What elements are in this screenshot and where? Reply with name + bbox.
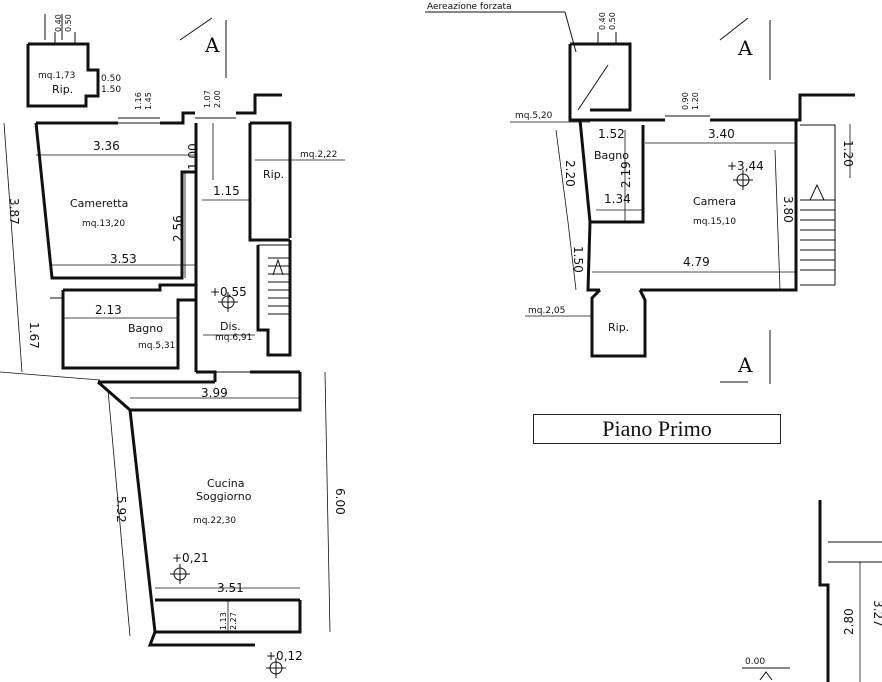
ground-bagno-name: Bagno	[128, 322, 163, 335]
ground-corr-h: 1.00	[186, 143, 200, 170]
first-bagno-name: Bagno	[594, 149, 629, 162]
ground-rip-right-area: mq.2,22	[300, 150, 337, 160]
ground-elev-021: +0,21	[172, 551, 209, 565]
first-bagno-area: mq.5,20	[515, 111, 553, 121]
ground-cameretta-name: Cameretta	[70, 197, 128, 210]
first-bagno-w-top: 1.52	[598, 127, 625, 141]
ground-win-b-d1: 1.07	[203, 90, 212, 108]
ground-rip-top-area: mq.1,73	[38, 71, 75, 81]
ground-cameretta-w-bot: 3.53	[110, 252, 137, 266]
ground-dis-area: mq.6,91	[215, 333, 252, 343]
ground-rip-top-d2: 1.50	[101, 85, 121, 95]
section-dim-280: 2.80	[842, 608, 856, 635]
first-bagno-h-left: 2.20	[563, 160, 577, 187]
first-win-c-d1: 0.90	[681, 92, 690, 110]
ground-section-mark: A	[204, 33, 220, 57]
ground-stairs	[258, 244, 290, 315]
ground-cameretta-w-top: 3.36	[93, 139, 120, 153]
first-camera-w-bot: 4.79	[683, 255, 710, 269]
first-section-mark-bottom: A	[737, 353, 753, 377]
ground-win-a-d1: 1.16	[134, 92, 143, 110]
ground-cameretta-h-right: 2.56	[171, 215, 185, 242]
first-top-win-w2: 0.50	[608, 12, 617, 30]
first-bagno-h: 2.19	[619, 161, 633, 188]
ground-bagno-h: 1.67	[27, 322, 41, 349]
first-win-c-d2: 1.20	[691, 92, 700, 110]
ground-rip-top-d1: 0.50	[101, 74, 121, 84]
first-aerazione-label: Aereazione forzata	[427, 2, 512, 12]
ground-rip-top-name: Rip.	[52, 83, 73, 96]
first-camera-name: Camera	[693, 195, 736, 208]
ground-floor-plan: A mq.1,73 Rip. 0.50 1.50 0.40 0.50 1.16 …	[0, 14, 347, 678]
ground-corr-w: 1.15	[213, 184, 240, 198]
first-top-win-w1: 0.40	[598, 12, 607, 30]
ground-rip-right-name: Rip.	[263, 168, 284, 181]
floor-title: Piano Primo	[533, 414, 781, 444]
ground-cameretta-area: mq.13,20	[82, 219, 125, 229]
ground-win-b-d2: 2.00	[213, 90, 222, 108]
ground-cucina-h-right: 6.00	[333, 488, 347, 515]
first-rip-name: Rip.	[608, 321, 629, 334]
ground-win-a-d2: 1.45	[144, 92, 153, 110]
ground-elev-012: +0,12	[266, 649, 303, 663]
ground-dis-name: Dis.	[220, 320, 241, 333]
first-dim-120: 1.20	[841, 140, 855, 167]
ground-door-bottom-d1: 1.13	[219, 612, 228, 630]
ground-cameretta-h-left: 3.87	[7, 198, 21, 225]
ground-rip-top-w2: 0.50	[64, 14, 73, 32]
ground-elev-055: +0,55	[210, 285, 247, 299]
section-dim-327: 3.27	[871, 600, 882, 627]
first-section-mark-top: A	[737, 36, 753, 60]
ground-cucina-area: mq.22,30	[193, 516, 236, 526]
ground-door-bottom-d2: 2.27	[229, 612, 238, 630]
first-camera-h-right: 3.80	[781, 196, 795, 223]
ground-cucina-name1: Cucina	[207, 477, 244, 490]
ground-bagno-w: 2.13	[95, 303, 122, 317]
ground-cucina-w-bot: 3.51	[217, 581, 244, 595]
first-bagno-w-mid: 1.34	[604, 192, 631, 206]
ground-cucina-name2: Soggiorno	[196, 490, 252, 503]
first-floor-plan: Aereazione forzata 0.40 0.50	[425, 2, 855, 384]
first-camera-w-top: 3.40	[708, 127, 735, 141]
first-elev-344: +3,44	[727, 159, 764, 173]
section-fragment: 2.80 3.27 0.00	[742, 500, 882, 682]
first-dim-150: 1.50	[571, 246, 585, 273]
ground-bagno-area: mq.5,31	[138, 341, 175, 351]
first-rip-area: mq.2,05	[528, 306, 565, 316]
first-stairs	[800, 124, 836, 286]
section-elev-000: 0.00	[745, 657, 765, 667]
ground-cucina-w-top: 3.99	[201, 386, 228, 400]
ground-cucina-h-left: 5.92	[114, 496, 128, 523]
first-camera-area: mq.15,10	[693, 217, 736, 227]
ground-rip-top-w1: 0.40	[54, 14, 63, 32]
